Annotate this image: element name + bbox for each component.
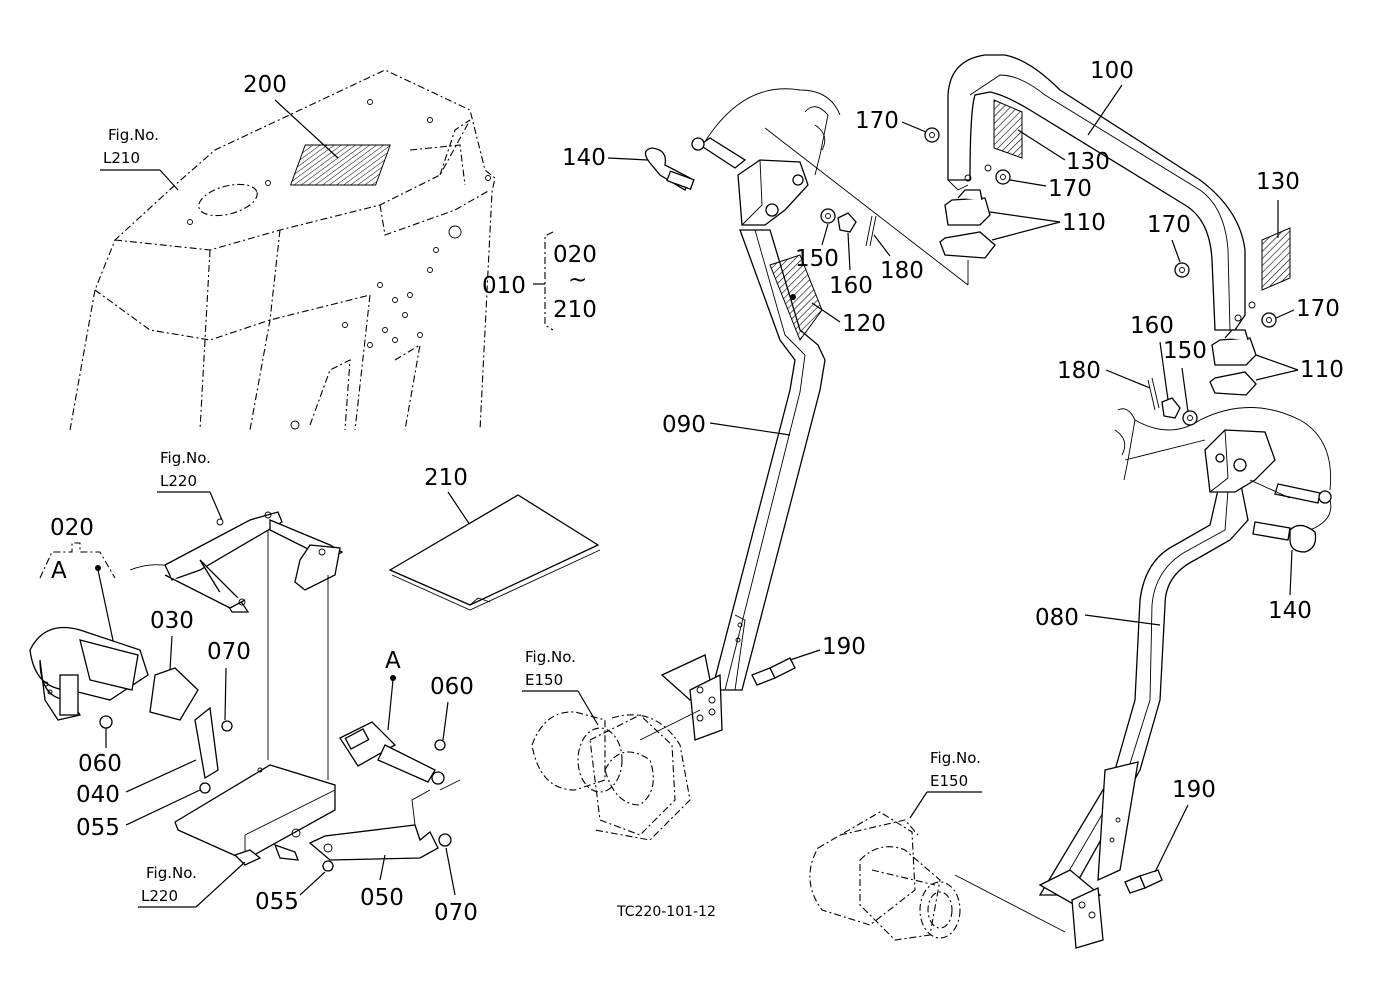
fig-ref-title: Fig.No. [525, 648, 576, 666]
callout-060: 060 [78, 751, 122, 777]
seat-belt-bracket-frame [129, 511, 344, 780]
view-label-a: A [51, 558, 67, 584]
callout-120: 120 [842, 311, 886, 337]
fig-ref-title: Fig.No. [930, 749, 981, 767]
callout-100: 100 [1090, 58, 1134, 84]
callout-170: 170 [855, 108, 899, 134]
callout-070: 070 [434, 900, 478, 926]
callout-190: 190 [1172, 777, 1216, 803]
callout-180: 180 [880, 258, 924, 284]
seat-belt-retractor [29, 626, 149, 721]
callout-170: 170 [1048, 176, 1092, 202]
view-label-a: A [385, 648, 401, 674]
callout-range-tilde: ~ [568, 267, 587, 293]
callout-200: 200 [243, 72, 287, 98]
fig-ref-number: E150 [525, 671, 563, 689]
callout-110: 110 [1300, 357, 1344, 383]
callout-190: 190 [822, 634, 866, 660]
callout-090: 090 [662, 412, 706, 438]
callout-055: 055 [76, 815, 120, 841]
callout-070: 070 [207, 639, 251, 665]
callout-range-to: 210 [553, 297, 597, 323]
callout-060: 060 [430, 674, 474, 700]
callout-030: 030 [150, 608, 194, 634]
callout-110: 110 [1062, 210, 1106, 236]
fig-ref-number: L210 [103, 149, 140, 167]
callout-150: 150 [1163, 338, 1207, 364]
callout-130: 130 [1256, 169, 1300, 195]
seat-belt-buckle [339, 721, 445, 785]
axle-housing-right [809, 811, 961, 941]
callout-130: 130 [1066, 149, 1110, 175]
buckle-bracket [308, 789, 439, 861]
callout-160: 160 [829, 273, 873, 299]
rops-post-right [1038, 429, 1276, 949]
callout-range-from: 020 [553, 242, 597, 268]
callout-150: 150 [795, 246, 839, 272]
drawing-code: TC220-101-12 [616, 904, 716, 920]
callout-180: 180 [1057, 358, 1101, 384]
callout-040: 040 [76, 782, 120, 808]
callout-050: 050 [360, 885, 404, 911]
operators-manual [388, 494, 601, 611]
fender-housing [69, 69, 496, 431]
callout-170: 170 [1296, 296, 1340, 322]
fig-ref-number: L220 [160, 472, 197, 490]
fig-ref-title: Fig.No. [146, 864, 197, 882]
callout-010: 010 [482, 273, 526, 299]
axle-housing-left [531, 711, 691, 841]
callout-055: 055 [255, 889, 299, 915]
fig-ref-number: E150 [930, 772, 968, 790]
callout-020: 020 [50, 515, 94, 541]
seat-belt-lower-bracket [174, 764, 336, 866]
rops-upper-frame [947, 54, 1291, 331]
fig-ref-title: Fig.No. [160, 449, 211, 467]
callout-170: 170 [1147, 212, 1191, 238]
fig-ref-number: L220 [141, 887, 178, 905]
callout-160: 160 [1130, 313, 1174, 339]
callout-140: 140 [1268, 598, 1312, 624]
callout-210: 210 [424, 465, 468, 491]
callout-080: 080 [1035, 605, 1079, 631]
rops-post-left [660, 159, 826, 741]
callout-140: 140 [562, 145, 606, 171]
fig-ref-title: Fig.No. [108, 126, 159, 144]
